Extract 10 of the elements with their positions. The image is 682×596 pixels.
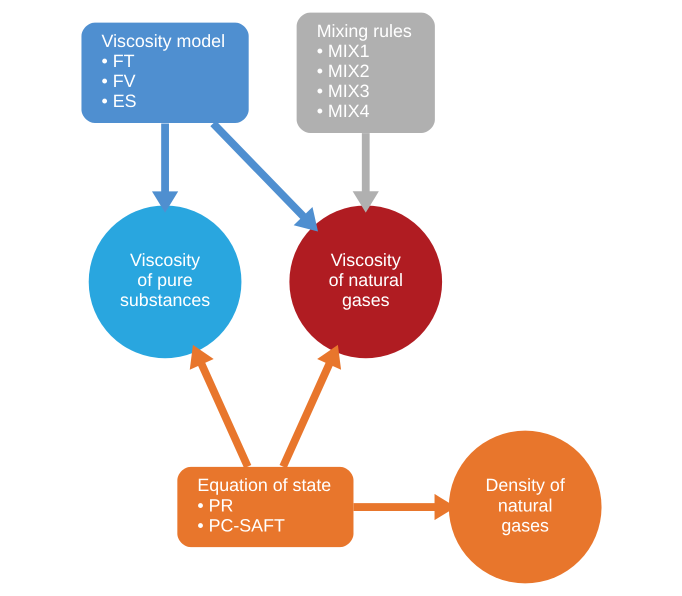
- arrow: [151, 123, 178, 213]
- node-box: Mixing rules • MIX1 • MIX2 • MIX3 • MIX4: [296, 12, 434, 133]
- arrow: [210, 120, 318, 232]
- arrow: [279, 344, 341, 468]
- arrow: [189, 344, 251, 468]
- node-box: Equation of state • PR • PC-SAFT: [176, 466, 353, 548]
- node-circle: Density of natural gases: [448, 430, 602, 584]
- arrow: [352, 133, 378, 213]
- node-circle: Viscosity of pure substances: [88, 205, 241, 358]
- node-box: Viscosity model • FT • FV • ES: [80, 22, 248, 123]
